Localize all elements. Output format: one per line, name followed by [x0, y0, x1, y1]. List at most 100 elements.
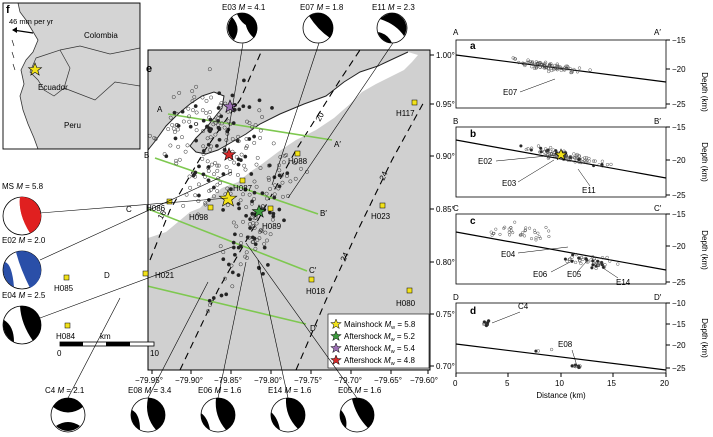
hypocenter-dot: [221, 207, 226, 212]
hypocenter-dot: [203, 200, 208, 205]
hypocenter-dot: [258, 166, 263, 170]
hypocenter-dot: [203, 202, 208, 207]
hypocenter-dot: [207, 189, 212, 193]
contour-label-24a: 24: [339, 250, 351, 262]
hypocenter-dot: [236, 245, 241, 250]
beachball-C4: C4 M = 2.1: [45, 386, 86, 433]
svg-text:E11 M = 2.3: E11 M = 2.3: [372, 3, 415, 12]
hypocenter-dot: [593, 159, 597, 163]
hypocenter-dot: [588, 68, 592, 72]
hypocenter-dot: [244, 205, 249, 210]
hypocenter-dot: [215, 182, 220, 187]
station-marker: [411, 99, 418, 106]
hypocenter-dot: [247, 192, 252, 197]
hypocenter-dot: [549, 64, 554, 68]
hypocenter-dot: [600, 261, 604, 266]
hypocenter-dot: [187, 174, 192, 179]
hypocenter-dot: [219, 114, 224, 119]
hypocenter-dot: [211, 185, 216, 190]
hypocenter-dot: [224, 165, 229, 169]
hypocenter-dot: [206, 142, 211, 147]
mainshock-star: [554, 148, 568, 161]
hypocenter-dot: [543, 60, 548, 64]
hypocenter-dot: [120, 295, 124, 299]
profile-letter-C-prime: C′: [309, 266, 317, 275]
scale-start: 0: [57, 349, 62, 358]
station-label: H085: [54, 284, 74, 293]
hypocenter-dot: [251, 221, 256, 226]
depth-tick: −25: [672, 191, 686, 200]
hypocenter-dot: [249, 201, 254, 206]
distance-tick: 10: [555, 379, 564, 388]
beachball-E08: E08 M = 3.4: [128, 386, 172, 433]
event-label: E04: [501, 250, 516, 259]
hypocenter-dot: [253, 242, 258, 247]
hypocenter-dot: [232, 252, 237, 257]
legend-label: Mainshock: [344, 320, 384, 329]
legend-value: = 4.8: [395, 356, 416, 365]
event-label: E05: [567, 270, 582, 279]
hypocenter-dot: [218, 180, 223, 185]
hypocenter-dot: [564, 155, 569, 159]
hypocenter-dot: [203, 174, 207, 179]
hypocenter-dot: [243, 167, 248, 172]
station-label: H087: [233, 184, 253, 193]
hypocenter-dot: [581, 257, 585, 261]
hypocenter-dot: [600, 162, 604, 167]
hypocenter-dot: [547, 234, 551, 239]
hypocenter-dot: [529, 237, 534, 241]
hypocenter-dot: [573, 260, 578, 265]
hypocenter-dot: [534, 349, 538, 353]
hypocenter-dot: [574, 252, 578, 257]
station-marker: [239, 177, 246, 184]
hypocenter-dot: [573, 160, 577, 164]
lon-tick: −79.90°: [175, 376, 203, 385]
hypocenter-dot: [258, 135, 263, 140]
magnitude-symbol: M: [16, 236, 25, 245]
hypocenter-dot: [616, 262, 620, 266]
hypocenter-dot: [201, 172, 206, 177]
slab-contour-24: [295, 99, 426, 370]
hypocenter-dot: [248, 217, 253, 222]
hypocenter-dot: [534, 66, 538, 70]
slab-interface: [455, 343, 667, 371]
distance-axis-title: Distance (km): [536, 391, 586, 400]
lat-axis: 1.00° 0.95° 0.90° 0.85° 0.80° 0.75° 0.70…: [430, 51, 455, 371]
legend-value: = 5.4: [395, 344, 416, 353]
hypocenter-dot: [193, 174, 198, 179]
depth-tick: −20: [672, 242, 686, 251]
hypocenter-dot: [243, 187, 248, 192]
hypocenter-dot: [262, 242, 267, 246]
hypocenter-dot: [216, 106, 221, 110]
hypocenter-dot: [193, 122, 198, 126]
hypocenter-dot: [252, 134, 257, 139]
hypocenter-dot: [188, 124, 193, 129]
magnitude-value: = 2.0: [25, 236, 46, 245]
hypocenter-dot: [566, 158, 570, 162]
profile-left-letter: C: [453, 204, 459, 213]
hypocenter-dot: [257, 108, 262, 113]
hypocenter-dot: [265, 262, 270, 267]
hypocenter-dot: [571, 253, 575, 257]
legend-item: Mainshock Mw = 5.8: [330, 318, 416, 331]
depth-tick: −15: [672, 320, 686, 329]
hypocenter-dot: [236, 134, 241, 139]
event-label: E07: [503, 88, 518, 97]
event-label: E14: [616, 278, 631, 287]
hypocenter-dot: [168, 143, 173, 148]
hypocenter-dot: [211, 296, 216, 300]
hypocenter-dot: [231, 121, 236, 126]
hypocenter-dot: [284, 174, 289, 178]
hypocenter-dot: [548, 63, 552, 68]
hypocenter-dot: [267, 210, 272, 215]
hypocenter-dot: [234, 224, 239, 229]
hypocenter-dot: [248, 226, 253, 230]
hypocenter-dot: [260, 204, 265, 209]
hypocenter-dot: [172, 130, 177, 134]
hypocenter-dot: [207, 67, 212, 72]
hypocenter-dot: [536, 349, 540, 353]
depth-tick: −25: [672, 364, 686, 373]
hypocenter-dot: [509, 226, 513, 230]
country-peru: Peru: [64, 121, 81, 130]
beachball-E06: E06 M = 1.6: [198, 386, 242, 433]
